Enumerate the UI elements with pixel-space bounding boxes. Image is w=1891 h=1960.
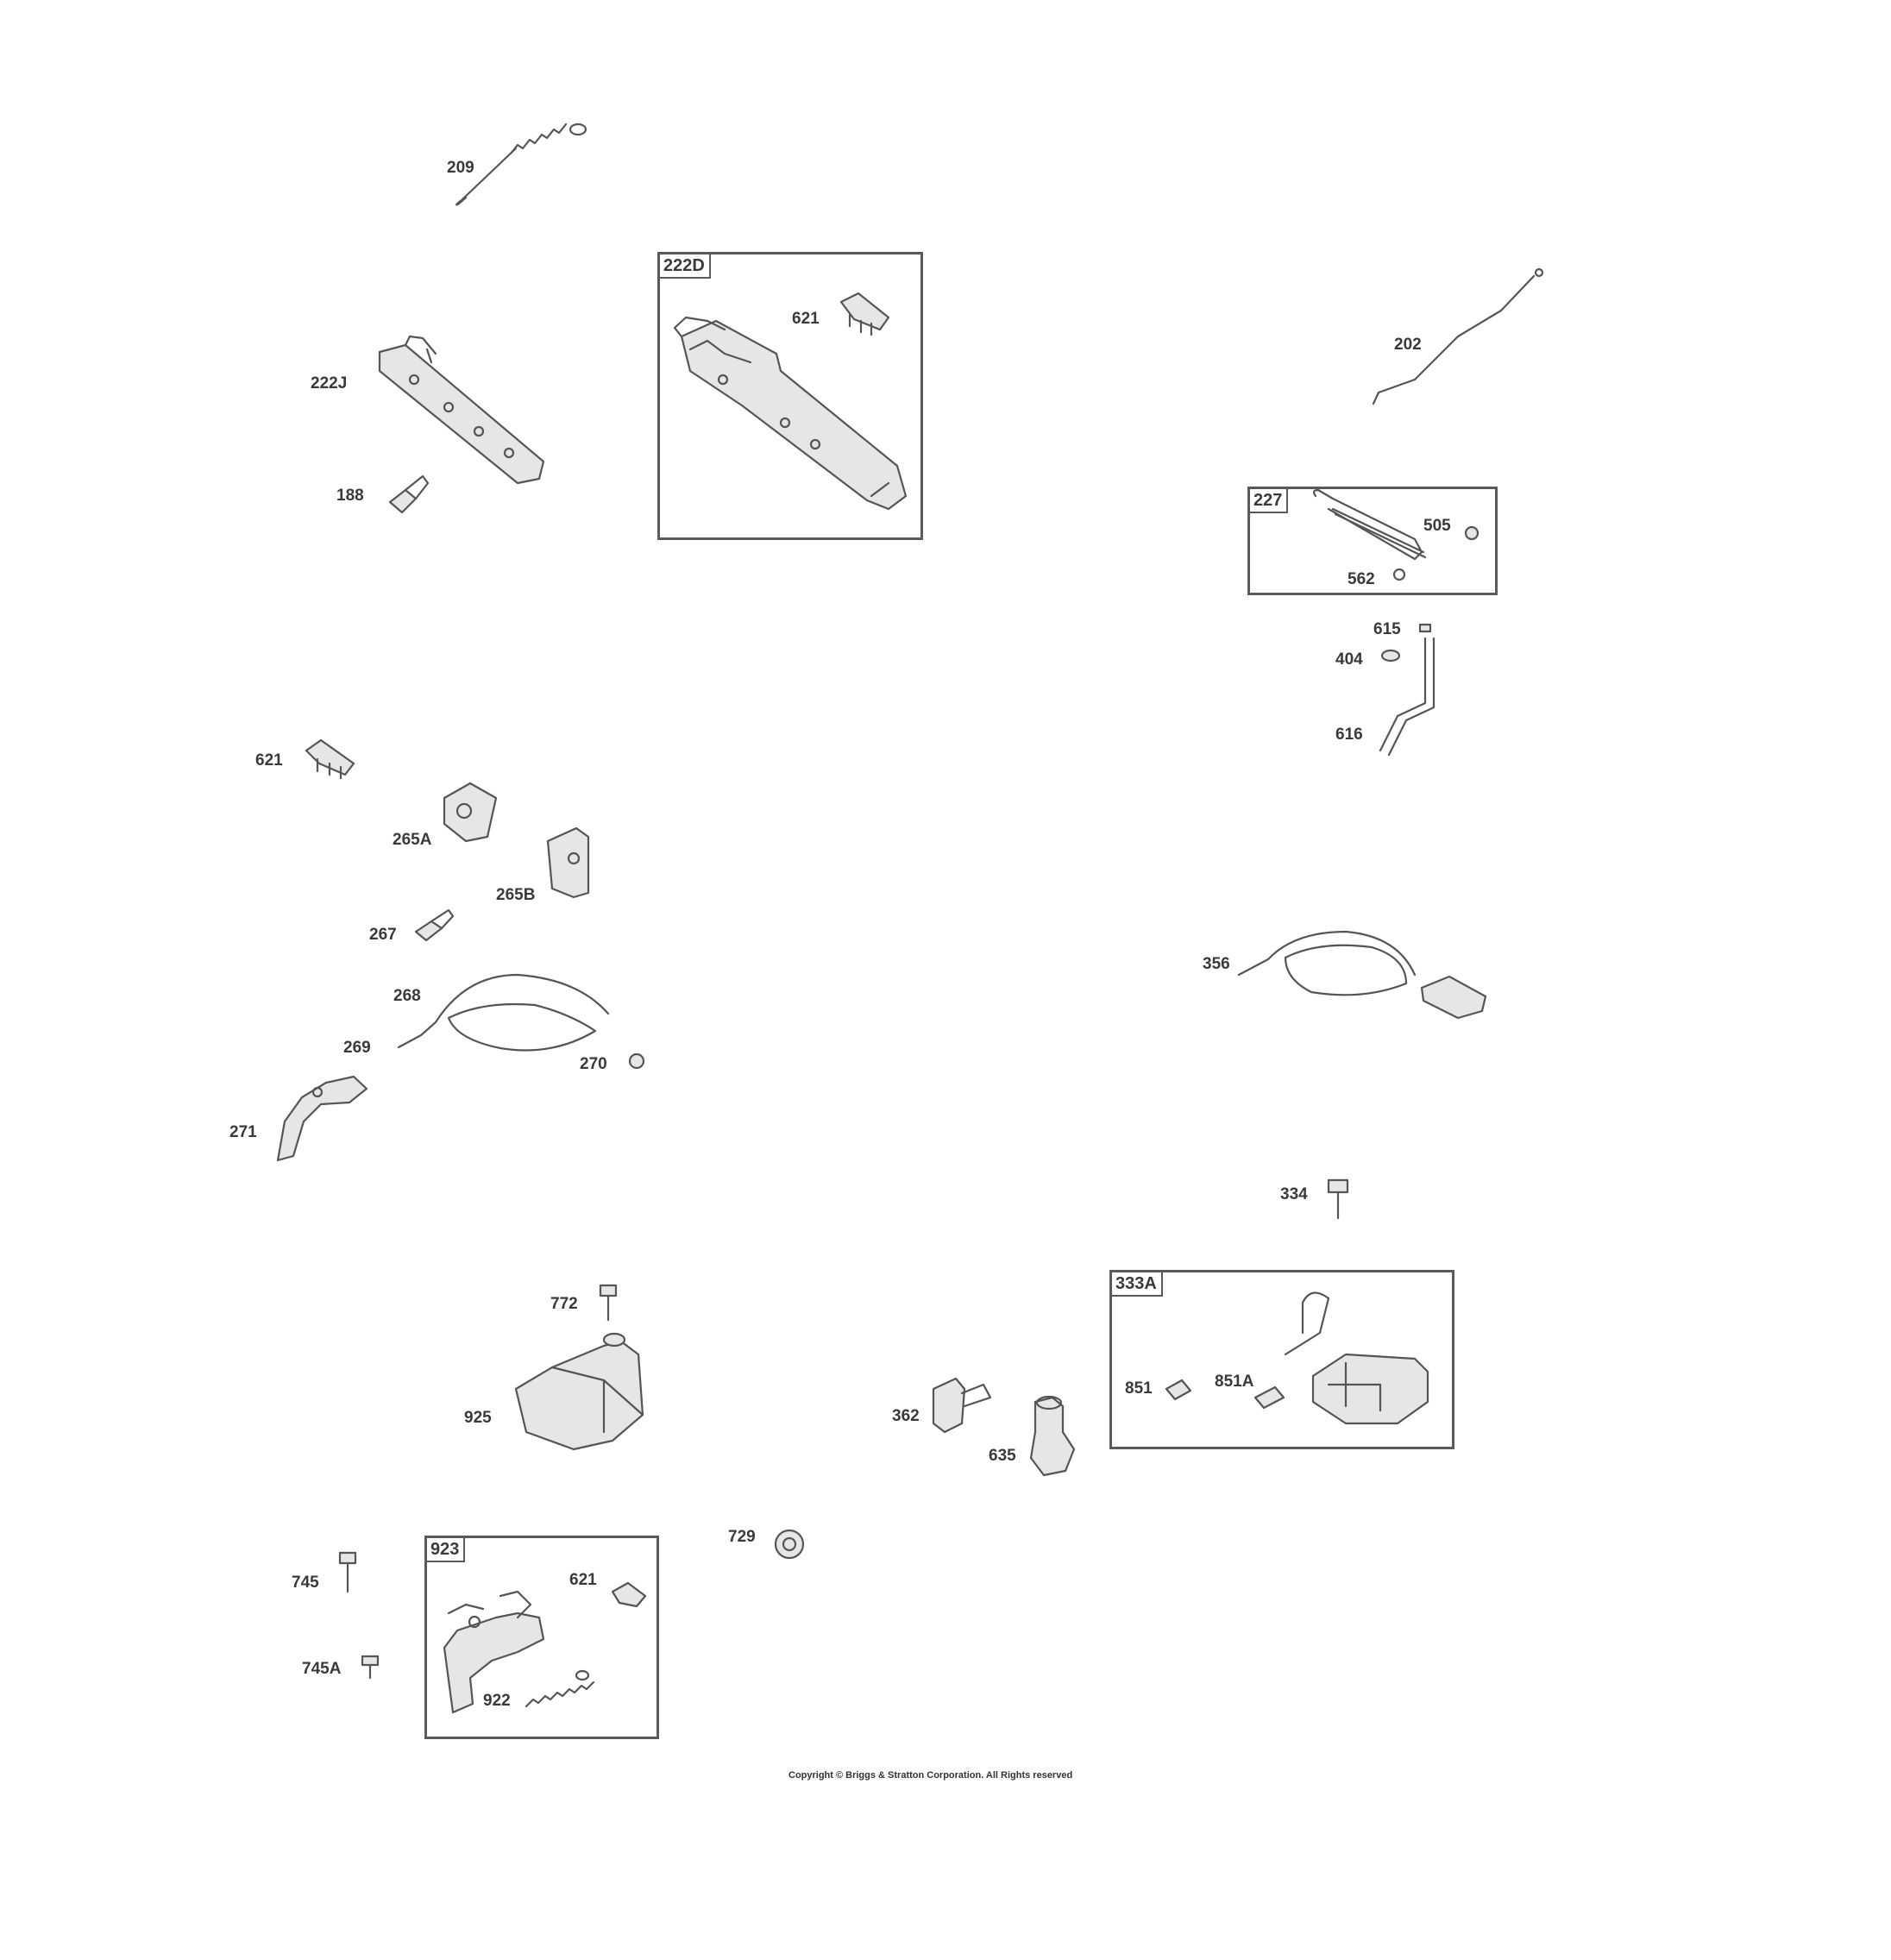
part-269-cable-end [397,1033,423,1049]
kit-label-923: 923 [427,1538,466,1562]
copyright-notice: Copyright © Briggs & Stratton Corporatio… [788,1770,1073,1781]
callout-851A: 851A [1215,1373,1254,1391]
callout-505: 505 [1423,517,1451,535]
kit-label-227: 227 [1250,489,1289,513]
callout-268: 268 [393,987,421,1005]
callout-269: 269 [343,1039,371,1057]
part-925-cover [514,1332,644,1451]
part-209-spring [455,122,587,206]
kit-label-333A: 333A [1112,1272,1163,1297]
part-621-clip-b [305,738,355,780]
part-729-bushing [774,1529,805,1560]
part-222D-governor-bracket [673,316,908,511]
part-621-clip-a [839,292,890,336]
callout-621-b: 621 [255,751,283,770]
callout-356: 356 [1203,955,1230,973]
callout-188: 188 [336,487,364,505]
kit-box-333A: 333A [1109,1270,1454,1449]
callout-271: 271 [229,1123,257,1141]
callout-745A: 745A [302,1660,342,1678]
part-265B-plate [546,826,590,899]
callout-925: 925 [464,1409,492,1427]
callout-362: 362 [892,1407,920,1425]
part-222J-bracket [378,335,545,485]
part-615-nut [1418,623,1432,633]
callout-209: 209 [447,159,474,177]
callout-851: 851 [1125,1379,1153,1398]
part-772-screw [599,1284,618,1322]
callout-270: 270 [580,1055,607,1073]
part-270-nut [628,1052,645,1070]
part-851A-clip [1253,1385,1285,1410]
kit-box-222D: 222D [657,252,923,540]
callout-621-a: 621 [792,310,820,328]
callout-729: 729 [728,1528,756,1546]
part-616-governor-shaft [1379,637,1436,757]
kit-box-923: 923 [424,1536,659,1739]
part-922-spring [525,1669,595,1708]
part-334-screw [1327,1178,1349,1220]
part-745A-screw [361,1655,380,1680]
part-267-screw [414,908,455,942]
part-851-clip [1165,1379,1192,1401]
callout-265B: 265B [496,886,536,904]
part-635-fitting [1029,1395,1076,1477]
callout-202: 202 [1394,336,1422,354]
part-227-governor-lever [1312,488,1427,581]
callout-265A: 265A [393,831,432,849]
callout-745: 745 [292,1574,319,1592]
part-265A-block [443,782,498,843]
part-271-lever [276,1075,368,1162]
callout-404: 404 [1335,650,1363,669]
callout-615: 615 [1373,620,1401,638]
callout-334: 334 [1280,1185,1308,1203]
part-202-link-rod [1372,267,1544,405]
callout-267: 267 [369,926,397,944]
part-356-ground-wire [1237,930,1487,1020]
kit-label-222D: 222D [660,254,711,279]
part-268-cable [419,973,610,1052]
callout-772: 772 [550,1295,578,1313]
part-362-fitting [932,1377,992,1434]
part-505-nut [1464,525,1480,541]
part-621-clip-c [611,1581,647,1608]
callout-635: 635 [989,1447,1016,1465]
callout-222J: 222J [311,374,348,393]
part-923-governor-control [443,1590,545,1714]
callout-621-c: 621 [569,1571,597,1589]
callout-562: 562 [1348,570,1375,588]
callout-616: 616 [1335,726,1363,744]
part-404-washer [1380,649,1401,663]
part-333A-armature [1284,1291,1429,1425]
part-745-screw [338,1551,357,1593]
part-188-screw [388,474,430,514]
callout-922: 922 [483,1692,511,1710]
kit-box-227: 227 [1247,487,1498,595]
